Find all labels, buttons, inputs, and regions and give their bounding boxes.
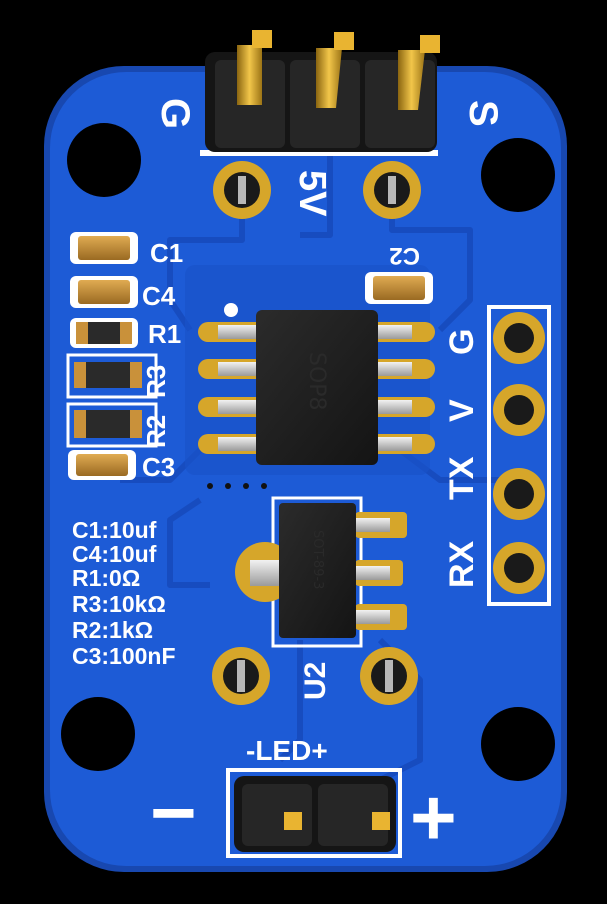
header-pin-g xyxy=(237,45,262,105)
top-vias xyxy=(213,161,421,219)
c1-label: C1 xyxy=(150,238,183,268)
side-header-pin-g xyxy=(493,312,545,364)
mounting-hole-top-left xyxy=(67,123,141,197)
pin1-marker xyxy=(224,303,238,317)
bom-line: R2:1kΩ xyxy=(72,617,153,643)
u2-label: U2 xyxy=(299,662,332,700)
bom-line: C1:10uf xyxy=(72,517,157,543)
capacitor-c3 xyxy=(68,450,136,480)
c4-label: C4 xyxy=(142,281,176,311)
ic-right-pads xyxy=(365,322,435,454)
r3-label: R3 xyxy=(141,365,171,398)
led-pin-plus xyxy=(372,812,390,830)
side-label-rx: RX xyxy=(443,540,481,588)
top-header[interactable] xyxy=(200,30,440,156)
ic-left-pads xyxy=(198,322,268,454)
bom-line: C3:100nF xyxy=(72,643,176,669)
mounting-hole-bottom-left xyxy=(61,697,135,771)
ic-sop8 xyxy=(198,303,435,465)
test-points xyxy=(207,483,267,489)
capacitor-c4 xyxy=(70,276,138,308)
side-label-tx: TX xyxy=(443,456,481,500)
c3-label: C3 xyxy=(142,452,175,482)
led-header-title: -LED+ xyxy=(246,735,328,766)
regulator-body xyxy=(279,503,356,638)
bom-line: R3:10kΩ xyxy=(72,591,166,617)
mounting-hole-top-right xyxy=(481,138,555,212)
side-label-v: V xyxy=(443,399,481,422)
led-plus-symbol: + xyxy=(410,773,457,862)
side-header[interactable] xyxy=(487,305,551,606)
side-header-pin-rx xyxy=(493,542,545,594)
bottom-vias xyxy=(212,647,418,705)
resistor-r3 xyxy=(66,353,158,399)
header-pin-5v xyxy=(316,48,342,108)
r2-label: R2 xyxy=(141,415,171,448)
ic-marking: SOP8 xyxy=(304,352,329,411)
c2-label: C2 xyxy=(389,242,420,269)
side-label-g: G xyxy=(443,329,481,355)
regulator-marking: SOT-89-3 xyxy=(310,530,325,589)
bom-line: C4:10uf xyxy=(72,541,157,567)
bom-list: C1:10uf C4:10uf R1:0Ω R3:10kΩ R2:1kΩ C3:… xyxy=(72,517,176,669)
header-pin-s xyxy=(398,50,425,110)
led-pin-minus xyxy=(284,812,302,830)
capacitor-c1 xyxy=(70,232,138,264)
mounting-hole-bottom-right xyxy=(481,707,555,781)
resistor-r2 xyxy=(66,402,158,448)
r1-label: R1 xyxy=(148,319,181,349)
mounting-holes xyxy=(61,123,555,781)
top-header-right-label: S xyxy=(461,100,505,127)
resistor-r1 xyxy=(70,318,138,348)
top-header-left-label: G xyxy=(153,98,197,129)
side-header-pin-v xyxy=(493,384,545,436)
led-header[interactable] xyxy=(226,768,402,858)
capacitor-c2 xyxy=(365,272,433,304)
regulator-sot89 xyxy=(235,496,407,648)
side-header-pin-tx xyxy=(493,468,545,520)
led-minus-symbol: − xyxy=(150,768,197,857)
ic-body xyxy=(256,310,378,465)
bom-line: R1:0Ω xyxy=(72,565,140,591)
five-volt-label: 5V xyxy=(291,170,333,217)
